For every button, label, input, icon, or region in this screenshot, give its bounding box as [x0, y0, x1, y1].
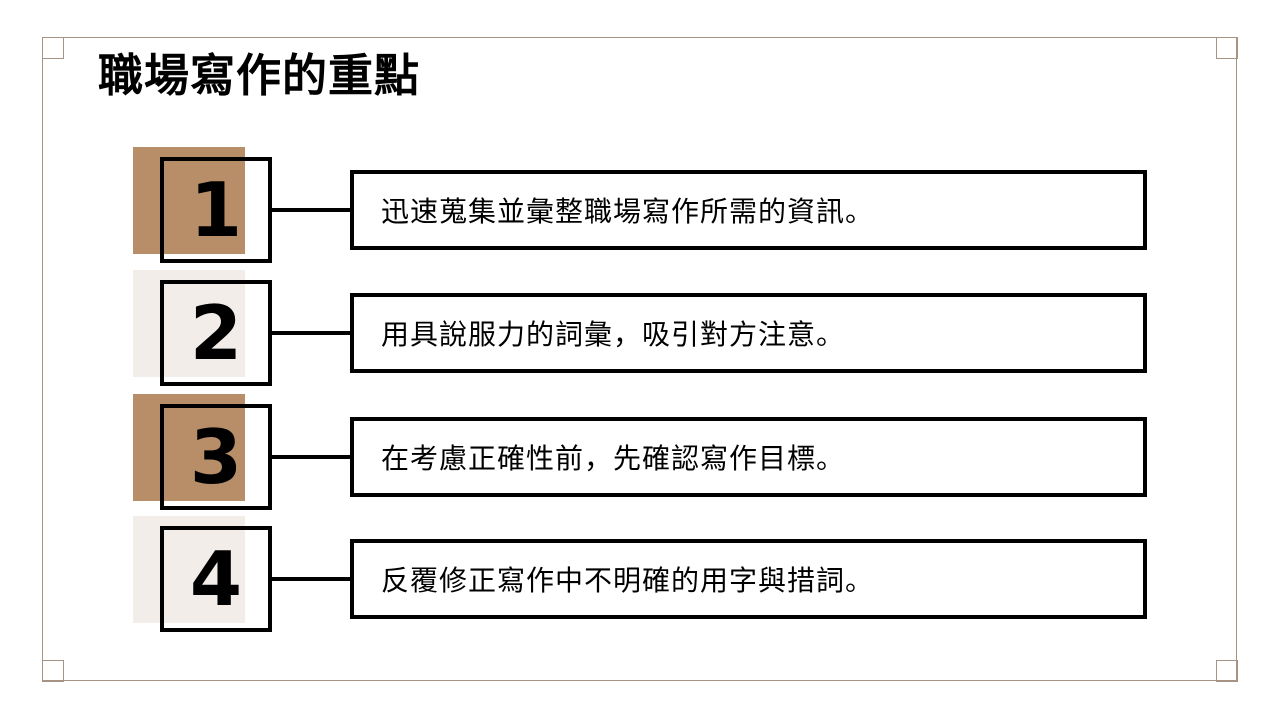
item-text-1: 迅速蒐集並彙整職場寫作所需的資訊。	[381, 196, 875, 227]
item-row-2: 2 用具說服力的詞彙，吸引對方注意。	[0, 270, 1280, 390]
accent-square-2	[133, 270, 245, 377]
frame-corner-square-top-right	[1215, 36, 1238, 59]
frame-corner-square-bottom-left	[41, 659, 64, 682]
connector-line-4	[270, 577, 350, 581]
frame-corner-square-top-left	[41, 36, 64, 59]
connector-line-1	[270, 208, 350, 212]
item-row-4: 4 反覆修正寫作中不明確的用字與措詞。	[0, 516, 1280, 636]
item-text-box-2: 用具說服力的詞彙，吸引對方注意。	[350, 293, 1147, 373]
accent-square-3	[133, 394, 245, 501]
item-text-2: 用具說服力的詞彙，吸引對方注意。	[381, 319, 846, 350]
number-box-2: 2	[160, 280, 272, 386]
number-box-3: 3	[160, 404, 272, 510]
item-number-4: 4	[189, 534, 243, 623]
slide-title: 職場寫作的重點	[98, 50, 421, 101]
decorative-frame	[41, 36, 1238, 682]
item-text-3: 在考慮正確性前，先確認寫作目標。	[381, 443, 846, 474]
frame-corner-square-bottom-right	[1215, 659, 1238, 682]
accent-square-4	[133, 516, 245, 623]
item-row-1: 1 迅速蒐集並彙整職場寫作所需的資訊。	[0, 147, 1280, 267]
item-number-3: 3	[189, 412, 243, 501]
item-text-box-1: 迅速蒐集並彙整職場寫作所需的資訊。	[350, 170, 1147, 250]
number-box-1: 1	[160, 157, 272, 263]
item-text-box-3: 在考慮正確性前，先確認寫作目標。	[350, 417, 1147, 497]
item-row-3: 3 在考慮正確性前，先確認寫作目標。	[0, 394, 1280, 514]
item-text-4: 反覆修正寫作中不明確的用字與措詞。	[381, 565, 875, 596]
accent-square-1	[133, 147, 245, 254]
connector-line-2	[270, 331, 350, 335]
connector-line-3	[270, 455, 350, 459]
item-text-box-4: 反覆修正寫作中不明確的用字與措詞。	[350, 539, 1147, 619]
item-number-2: 2	[189, 288, 243, 377]
item-number-1: 1	[189, 165, 243, 254]
number-box-4: 4	[160, 526, 272, 632]
